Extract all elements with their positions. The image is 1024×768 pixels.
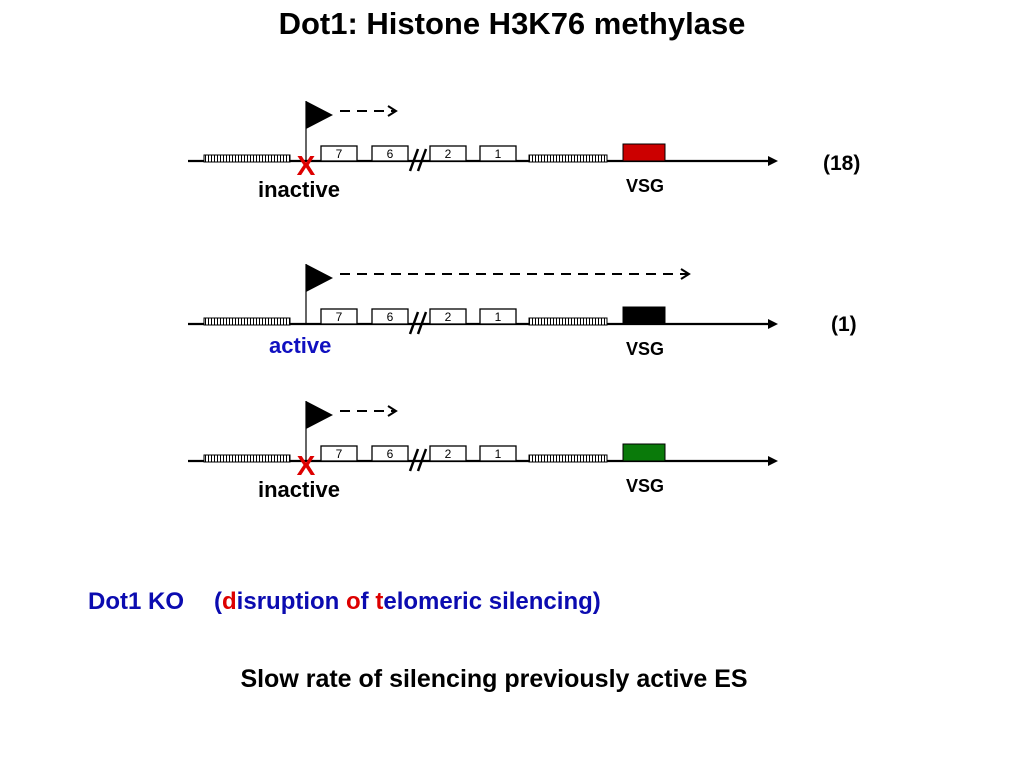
promoter-blocked-mark: X [297,450,316,481]
gene-box [479,445,517,462]
repeat-block [528,154,608,163]
gene-label: 7 [336,147,343,161]
row-2-count-label: (1) [831,313,857,336]
ko-label: Dot1 KO [88,588,184,615]
row-3-vsg-label: VSG [626,476,665,496]
promoter-flag [306,101,333,129]
gene-box [371,145,409,162]
chromosome-arrowhead [768,319,778,329]
gene-label: 1 [495,310,502,324]
gene-box [320,445,358,462]
expansion-part-6: elomeric silencing) [383,588,601,615]
gene-box [479,308,517,325]
gene-label: 1 [495,147,502,161]
gene-label: 2 [445,310,452,324]
transcription-arrowhead [387,105,398,117]
vsg-box [622,443,666,462]
promoter-blocked-mark: X [297,150,316,181]
row-1-status-label: inactive [258,177,340,202]
gene-label: 7 [336,447,343,461]
transcription-arrowhead [387,405,398,417]
gene-box [479,145,517,162]
chromosome-arrowhead [768,456,778,466]
chromosome-arrowhead [768,156,778,166]
break-mark [416,148,428,172]
gene-label: 2 [445,147,452,161]
row-1-count-label: (18) [823,152,861,175]
row-1-vsg-label: VSG [626,176,665,196]
break-mark [408,148,420,172]
transcription-arrowhead [680,268,691,280]
gene-box [320,145,358,162]
row-3-status-label: inactive [258,477,340,502]
repeat-block [528,454,608,463]
repeat-block [203,154,291,163]
vsg-box [622,306,666,325]
break-mark [408,311,420,335]
dot1-ko-line: Dot1 KO (disruption of telomeric silencin… [88,588,601,616]
break-mark [416,311,428,335]
row-2-status-label: active [269,333,332,358]
gene-label: 6 [387,447,394,461]
gene-box [429,445,467,462]
acronym-expansion: (disruption of telomeric silencing) [214,588,601,615]
gene-label: 6 [387,147,394,161]
row-2-vsg-label: VSG [626,339,665,359]
repeat-block [528,317,608,326]
gene-box [429,145,467,162]
expansion-part-5: t [375,588,384,615]
break-mark [408,448,420,472]
expression-site-row-3: 7 6 2 1 X [188,401,778,481]
gene-box [371,308,409,325]
page-title: Dot1: Histone H3K76 methylase [278,6,746,41]
break-mark [416,448,428,472]
promoter-flag [306,401,333,429]
expression-site-row-2: 7 6 2 1 [188,264,778,335]
gene-box [429,308,467,325]
gene-label: 1 [495,447,502,461]
summary-text: Slow rate of silencing previously active… [240,665,748,693]
expansion-part-0: ( [214,588,222,615]
gene-label: 7 [336,310,343,324]
gene-label: 2 [445,447,452,461]
repeat-block [203,454,291,463]
gene-label: 6 [387,310,394,324]
expansion-part-1: d [222,588,237,615]
vsg-box [622,143,666,162]
gene-box [371,445,409,462]
promoter-flag [306,264,333,292]
gene-box [320,308,358,325]
repeat-block [203,317,291,326]
expansion-part-3: o [346,588,361,615]
expression-site-row-1: 7 6 2 1 X [188,101,778,181]
expansion-part-2: isruption [236,588,346,615]
expansion-part-4: f [360,588,376,615]
